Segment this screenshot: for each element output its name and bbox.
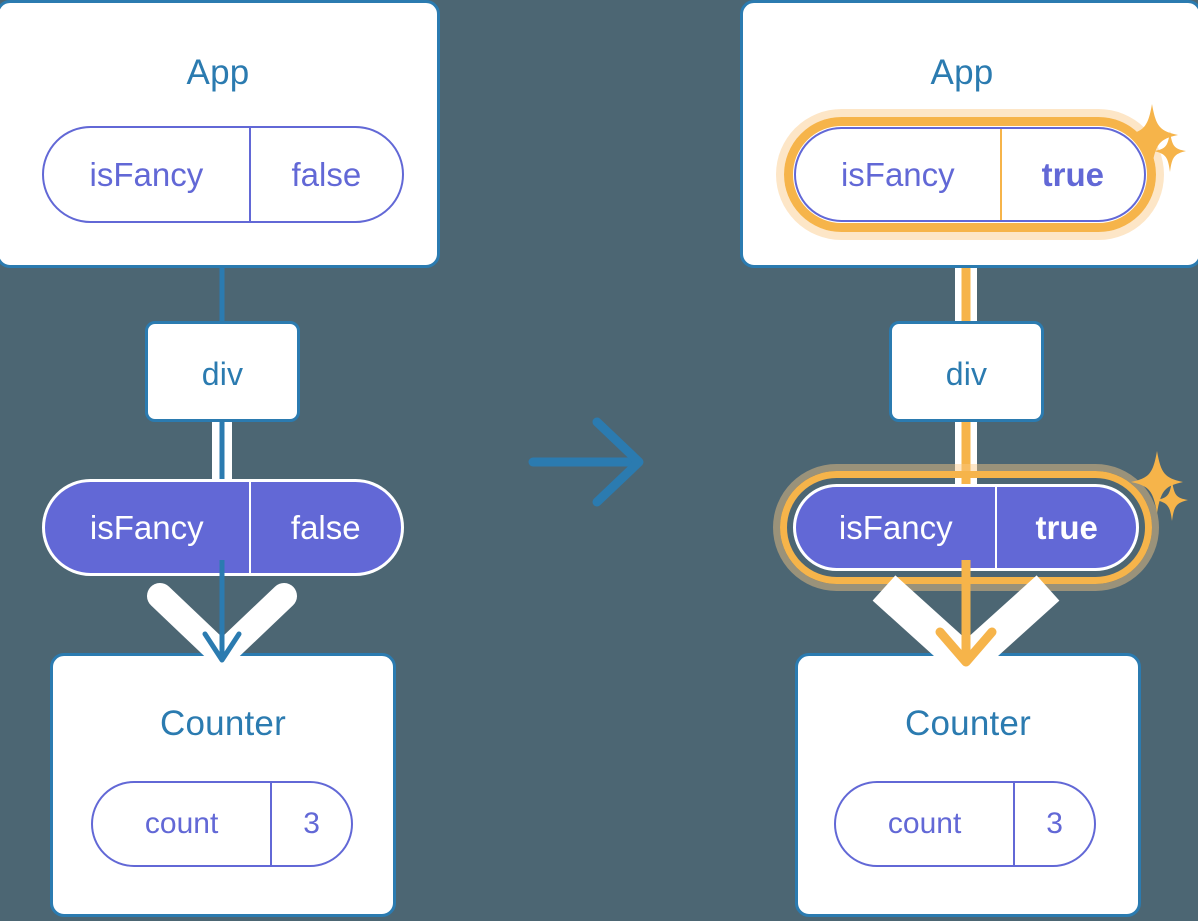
app-state-pill-name-before: isFancy <box>89 155 204 193</box>
prop-pill-value-before: false <box>248 482 401 573</box>
counter-state-pill-before[interactable]: count 3 <box>91 781 353 867</box>
counter-card-title-before: Counter <box>160 704 286 743</box>
app-card-title-after: App <box>930 53 994 92</box>
prop-pill-value-after: true <box>995 487 1136 568</box>
app-state-pill-before[interactable]: isFancy false <box>42 126 404 223</box>
div-card-after: div <box>889 321 1044 422</box>
div-card-title-after: div <box>945 356 988 392</box>
prop-pill-name-after: isFancy <box>838 508 953 546</box>
app-state-pill-value-after: true <box>999 129 1144 220</box>
counter-card-title-after: Counter <box>905 704 1031 743</box>
counter-state-pill-value-before: 3 <box>270 783 351 865</box>
prop-pill-after[interactable]: isFancy true <box>793 484 1139 571</box>
prop-pill-before[interactable]: isFancy false <box>42 479 404 576</box>
app-state-pill-value-before: false <box>248 128 402 221</box>
counter-state-pill-name-after: count <box>887 807 962 840</box>
counter-state-pill-after[interactable]: count 3 <box>834 781 1096 867</box>
counter-card-before: Counter <box>50 653 396 917</box>
counter-state-pill-name-before: count <box>144 807 219 840</box>
div-card-title-before: div <box>201 356 244 392</box>
app-state-pill-after[interactable]: isFancy true <box>794 127 1146 222</box>
div-card-before: div <box>145 321 300 422</box>
counter-state-pill-value-after: 3 <box>1013 783 1094 865</box>
app-card-title-before: App <box>186 53 250 92</box>
prop-pill-name-before: isFancy <box>89 508 204 546</box>
app-state-pill-name-after: isFancy <box>840 155 955 193</box>
